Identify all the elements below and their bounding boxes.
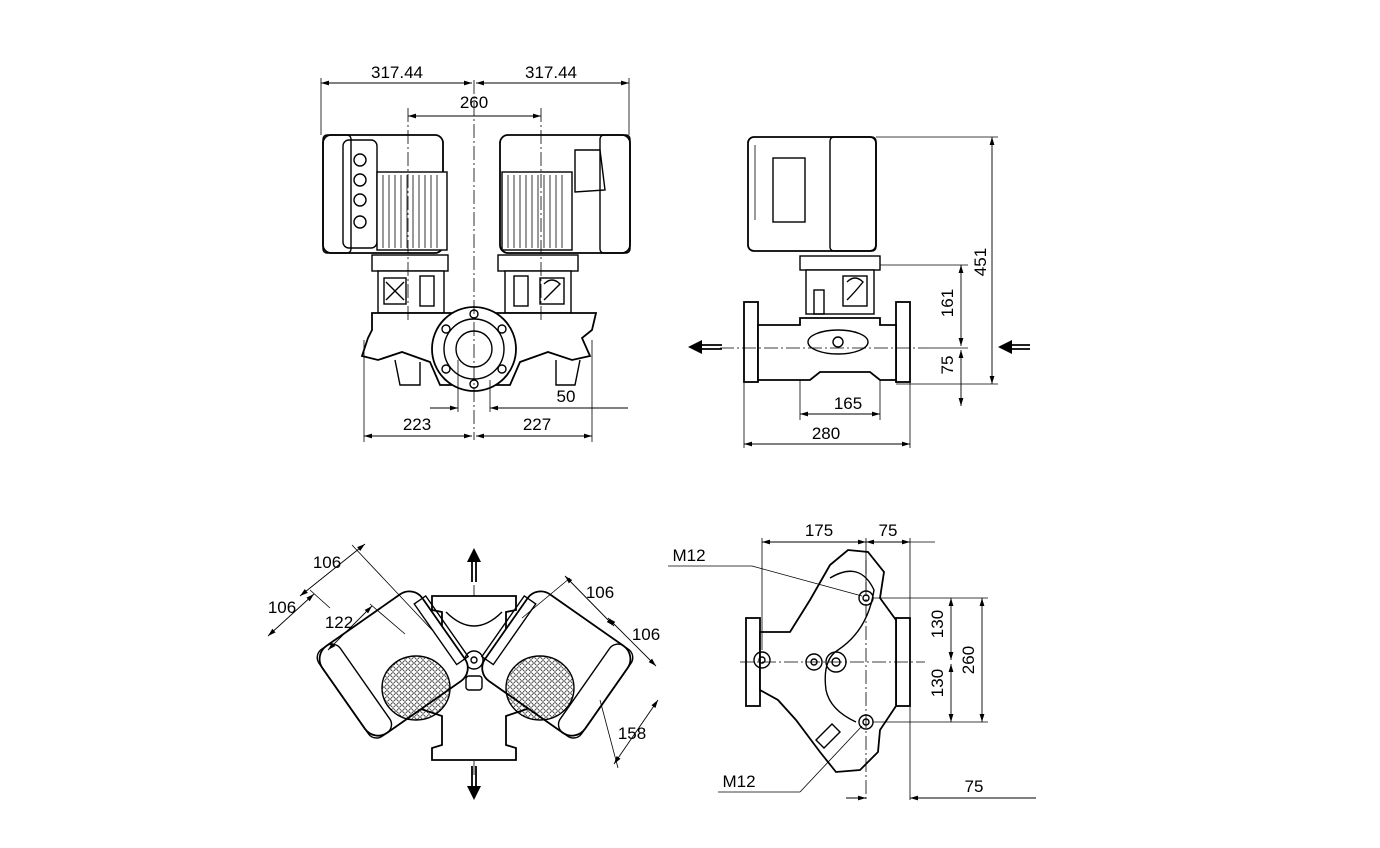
- dim-base-width-right: 75: [879, 521, 898, 540]
- label-thread-lower: M12: [722, 772, 755, 791]
- dim-front-motor-spacing: 260: [460, 93, 488, 112]
- dim-front-left-half: 317.44: [371, 63, 423, 82]
- dim-base-hole-total: 260: [959, 646, 978, 674]
- flow-arrow-down: [467, 766, 481, 800]
- dim-top-left-inner: 122: [325, 613, 353, 632]
- dim-front-base-left: 223: [403, 415, 431, 434]
- dim-front-base-right: 227: [523, 415, 551, 434]
- side-view: 451 161 75 165 280: [688, 136, 1030, 448]
- label-thread-upper: M12: [672, 546, 705, 565]
- flow-arrow-right: [998, 340, 1030, 354]
- front-view: 317.44 317.44 260 50 223 227: [320, 63, 631, 442]
- top-view: 106 106 122 106 106 158: [267, 543, 660, 800]
- dim-base-width-left: 175: [805, 521, 833, 540]
- dim-top-left-outer: 106: [313, 553, 341, 572]
- dim-top-left-side: 106: [268, 598, 296, 617]
- flow-arrow-up: [467, 548, 481, 582]
- left-motor: [322, 134, 449, 314]
- base-view: 175 75 130 130 260 75 M12 M12: [668, 521, 1036, 801]
- flow-arrow-left: [688, 340, 722, 354]
- right-motor: [497, 134, 631, 314]
- dim-top-right-upper: 106: [586, 583, 614, 602]
- dim-base-offset-bottom: 75: [965, 777, 984, 796]
- dim-front-right-half: 317.44: [525, 63, 577, 82]
- dim-side-height-lower: 75: [938, 356, 957, 375]
- dim-side-height-upper: 161: [938, 289, 957, 317]
- dim-side-base-inner: 165: [834, 394, 862, 413]
- dim-top-right-lower: 158: [618, 724, 646, 743]
- dim-base-hole-upper: 130: [928, 610, 947, 638]
- dim-front-offset: 50: [557, 387, 576, 406]
- pump-housing: [360, 306, 598, 392]
- dim-side-base-outer: 280: [812, 424, 840, 443]
- dim-base-hole-lower: 130: [928, 669, 947, 697]
- dim-top-right-side: 106: [632, 625, 660, 644]
- dim-side-height-total: 451: [971, 248, 990, 276]
